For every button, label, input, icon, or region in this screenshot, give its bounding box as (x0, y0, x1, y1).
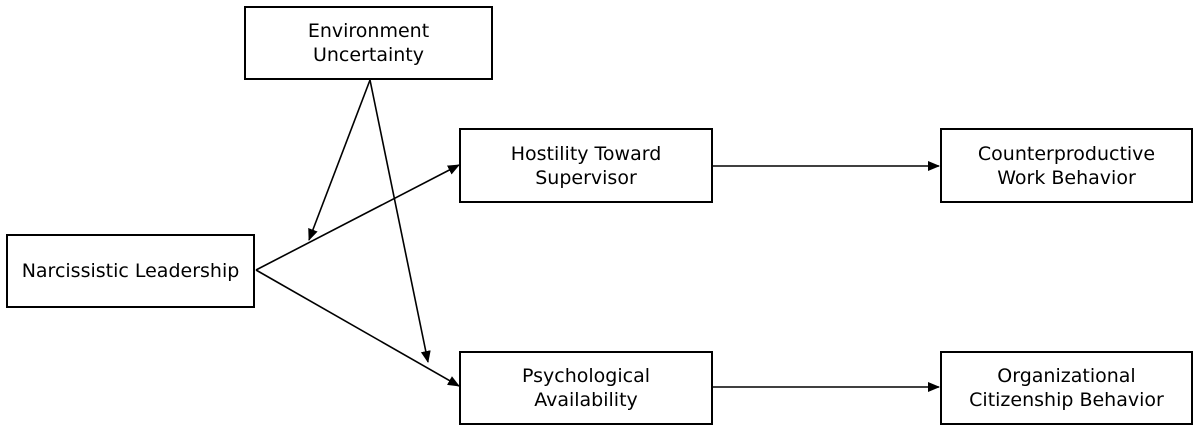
node-label-line: Counterproductive (977, 142, 1156, 165)
node-label-line: Uncertainty (312, 44, 424, 66)
node-label-line: Availability (534, 389, 638, 411)
node-label-line: Environment (307, 20, 430, 42)
node-label-line: Hostility Toward (510, 142, 662, 165)
node-psychological-availability: Psychological Availability (459, 351, 713, 425)
node-label-line: Organizational (997, 365, 1136, 387)
node-label-line: Citizenship Behavior (969, 389, 1164, 411)
arrow-narcissistic-to-hostility (255, 164, 460, 271)
arrow-narcissistic-to-psychological (255, 269, 460, 387)
node-hostility-toward-supervisor: Hostility Toward Supervisor (459, 128, 713, 203)
arrow-environment-moderates-hostility-path (308, 79, 371, 241)
node-narcissistic-leadership: Narcissistic Leadership (6, 234, 255, 308)
node-counterproductive-work-behavior: Counterproductive Work Behavior (940, 128, 1193, 203)
node-label-line: Narcissistic Leadership (21, 260, 240, 282)
node-label-line: Psychological (522, 365, 650, 387)
node-label-line: Supervisor (535, 166, 637, 189)
arrow-environment-moderates-psychological-path (369, 79, 431, 363)
node-environment-uncertainty: Environment Uncertainty (244, 6, 493, 80)
node-label-line: Work Behavior (997, 166, 1136, 189)
node-organizational-citizenship-behavior: Organizational Citizenship Behavior (940, 351, 1193, 425)
